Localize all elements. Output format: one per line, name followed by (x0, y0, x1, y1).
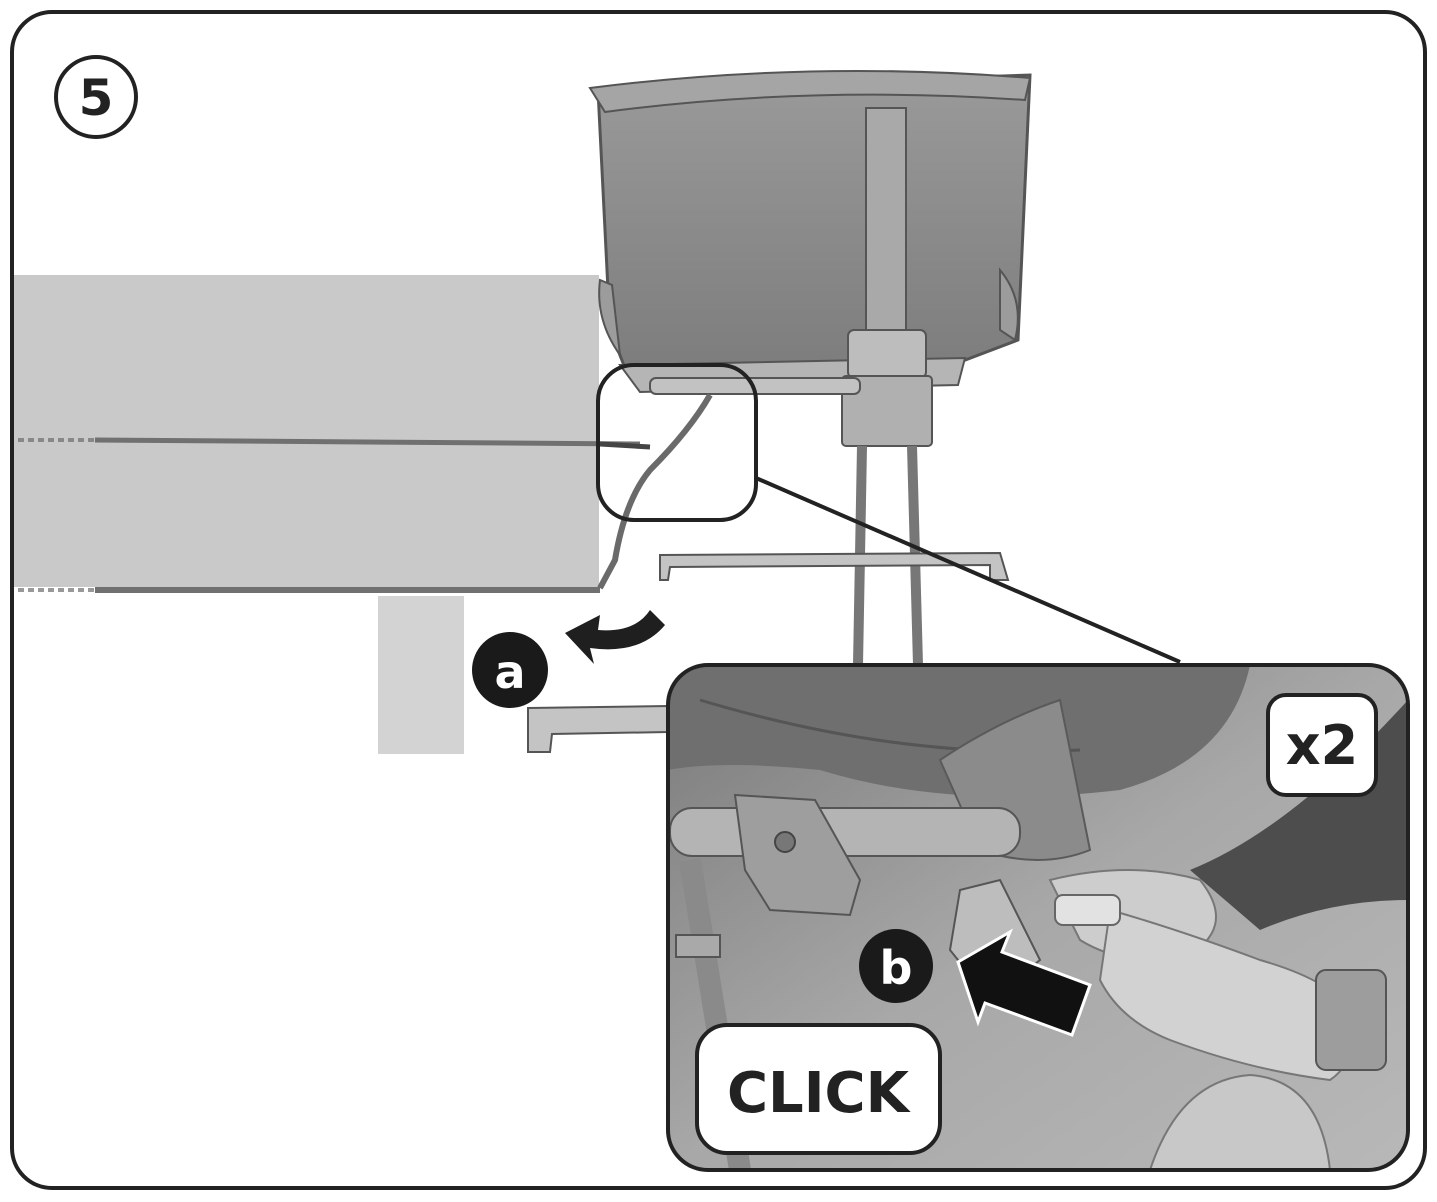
callout-a: a (472, 632, 548, 708)
parent-bed (14, 275, 641, 754)
callout-b-label: b (880, 941, 913, 995)
push-arrow-icon (956, 928, 1092, 1037)
click-label: CLICK (727, 1061, 912, 1126)
curved-arrow-left-icon (565, 610, 665, 664)
attachment-strap (597, 393, 713, 590)
repeat-badge: x2 (1266, 693, 1378, 797)
bassinet (527, 69, 1032, 753)
magnify-circle-icon (596, 363, 1181, 664)
click-badge: CLICK (695, 1023, 942, 1155)
callout-a-label: a (494, 645, 525, 699)
repeat-label: x2 (1286, 714, 1358, 777)
step-number: 5 (79, 69, 114, 127)
step-number-badge: 5 (54, 55, 138, 139)
callout-b: b (859, 929, 933, 1003)
outer-frame (10, 10, 1427, 1190)
